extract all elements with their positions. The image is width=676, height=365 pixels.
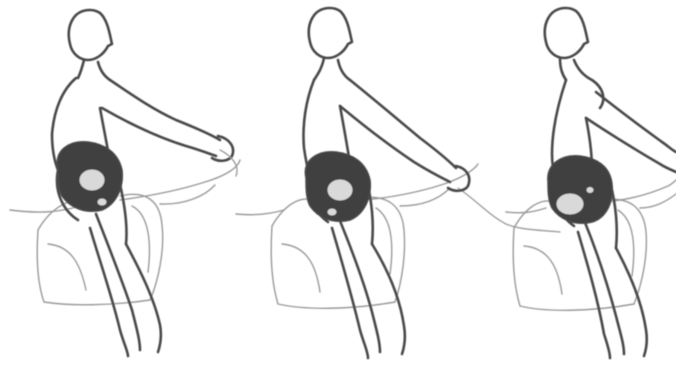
rider-figure-1 bbox=[10, 10, 240, 356]
pelvis-2 bbox=[305, 152, 370, 221]
saddle-2 bbox=[236, 164, 560, 308]
rider-figure-2 bbox=[236, 8, 560, 358]
saddle-1 bbox=[10, 160, 240, 305]
pelvis-3 bbox=[548, 156, 612, 223]
pelvis-1 bbox=[57, 142, 122, 211]
rider-figure-3 bbox=[506, 8, 676, 358]
